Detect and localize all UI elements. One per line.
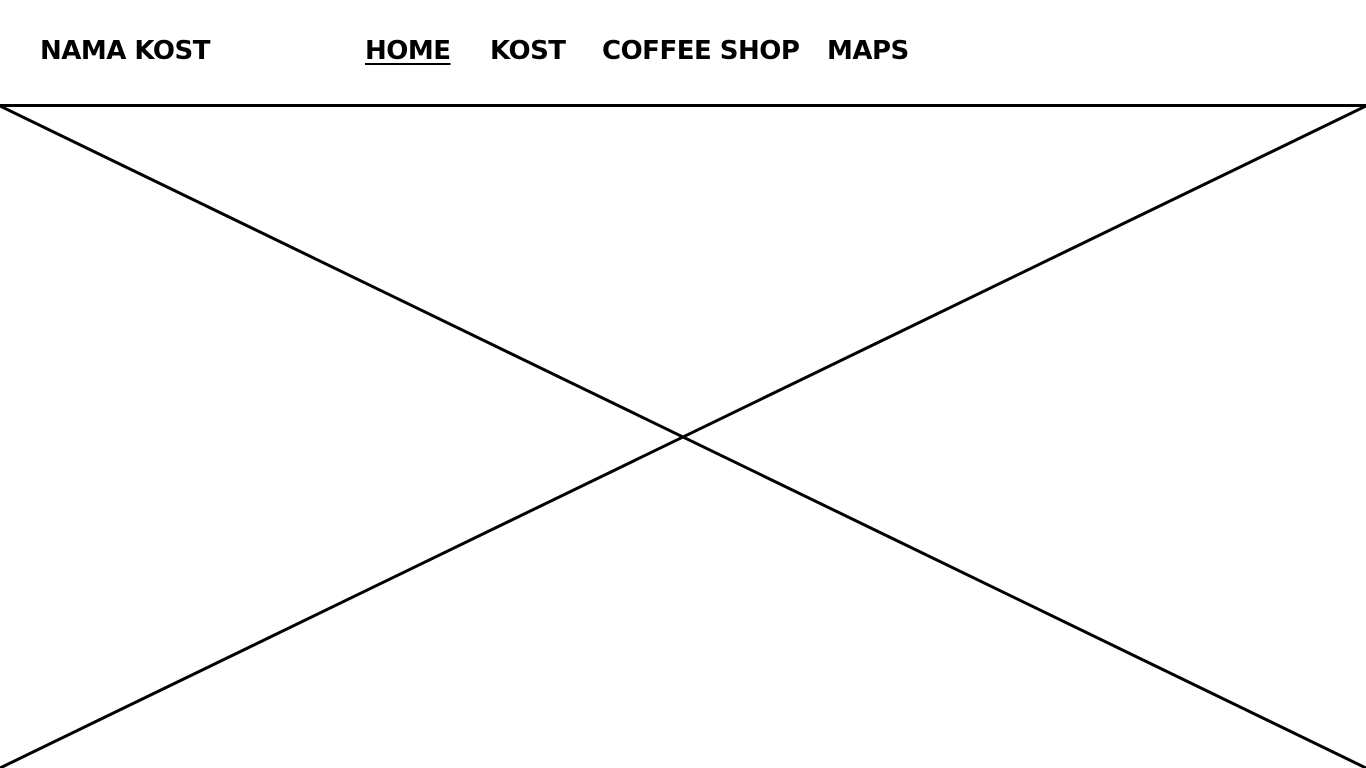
nav-item-coffee-shop[interactable]: COFFEE SHOP bbox=[602, 36, 800, 66]
brand-logo-text[interactable]: NAMA KOST bbox=[40, 36, 210, 66]
hero-image-placeholder bbox=[0, 106, 1366, 768]
site-header: NAMA KOST HOME KOST COFFEE SHOP MAPS bbox=[0, 0, 1366, 106]
placeholder-diagonal-2 bbox=[0, 106, 1366, 768]
main-nav: HOME KOST COFFEE SHOP MAPS bbox=[365, 33, 909, 69]
nav-item-maps[interactable]: MAPS bbox=[827, 36, 909, 66]
header-divider bbox=[0, 104, 1366, 107]
image-placeholder-cross-icon bbox=[0, 106, 1366, 768]
nav-item-kost[interactable]: KOST bbox=[490, 36, 566, 66]
nav-item-home[interactable]: HOME bbox=[365, 36, 451, 66]
